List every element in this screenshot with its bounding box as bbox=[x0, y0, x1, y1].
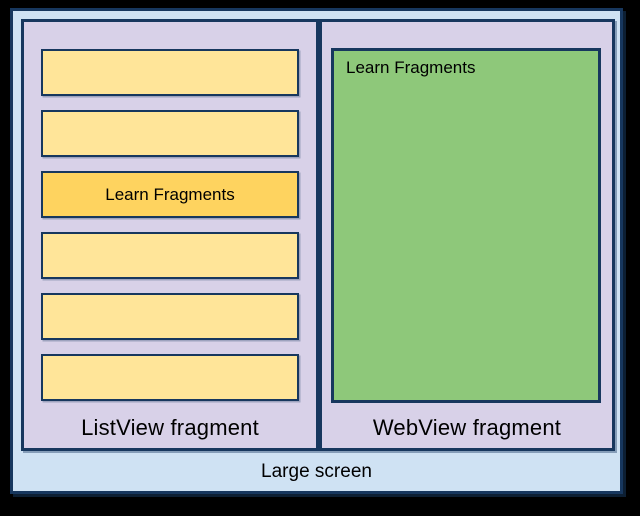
list-item bbox=[41, 232, 299, 279]
large-screen-container: Learn Fragments ListView fragment Learn … bbox=[10, 8, 623, 494]
webview-content-heading: Learn Fragments bbox=[346, 58, 476, 77]
listview-fragment-label: ListView fragment bbox=[81, 415, 259, 440]
list-item bbox=[41, 354, 299, 401]
webview-fragment-label: WebView fragment bbox=[372, 415, 562, 440]
list-item-selected: Learn Fragments bbox=[41, 171, 299, 218]
listview-items: Learn Fragments bbox=[24, 49, 316, 401]
list-item bbox=[41, 49, 299, 96]
list-item bbox=[41, 293, 299, 340]
webview-fragment-panel: Learn Fragments WebView fragment bbox=[319, 19, 615, 451]
listview-fragment-panel: Learn Fragments ListView fragment bbox=[21, 19, 319, 451]
list-item bbox=[41, 110, 299, 157]
large-screen-label: Large screen bbox=[261, 461, 372, 482]
webview-content-area: Learn Fragments bbox=[331, 48, 601, 403]
